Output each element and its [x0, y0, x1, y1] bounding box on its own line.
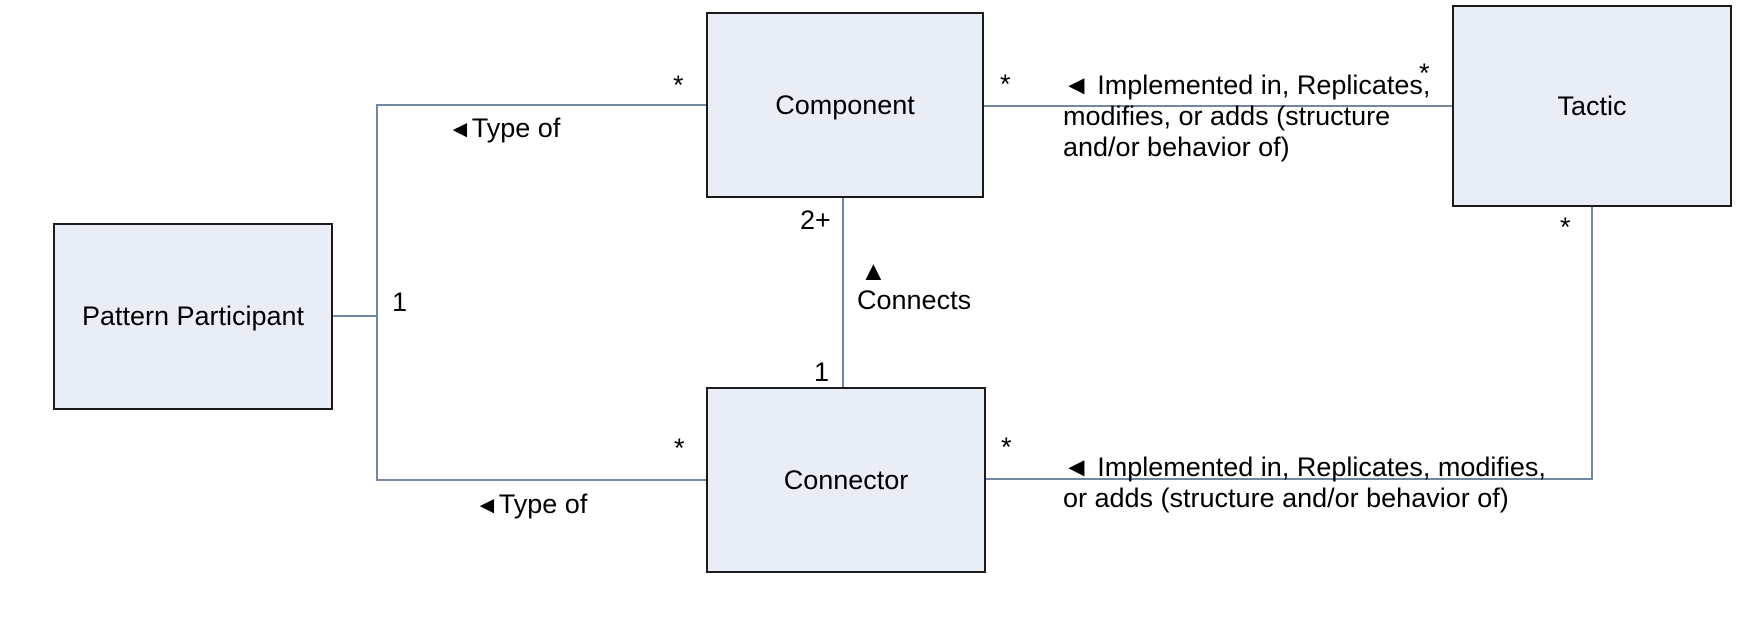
- multiplicity-connects-component: 2+: [800, 205, 831, 235]
- edge-connector-tactic-horizontal: [986, 478, 1593, 480]
- tactic-box: Tactic: [1452, 5, 1732, 207]
- connector-box: Connector: [706, 387, 986, 573]
- typeof-top-label: ◄Type of: [448, 113, 560, 145]
- pattern-participant-box: Pattern Participant: [53, 223, 333, 410]
- typeof-bottom-text: Type of: [498, 489, 588, 519]
- component-tactic-label-line2: modifies, or adds (structure: [1063, 101, 1391, 131]
- edge-pattern-participant-trunk-vertical: [376, 104, 378, 481]
- connector-tactic-label: ◄ Implemented in, Replicates, modifies, …: [1063, 452, 1546, 514]
- connects-up-arrow-icon: ▲: [860, 256, 887, 286]
- multiplicity-connector-tactic-bottom: *: [1560, 212, 1571, 242]
- component-tactic-label: ◄ Implemented in, Replicates, modifies, …: [1063, 70, 1430, 163]
- edge-typeof-bottom-horizontal: [376, 479, 706, 481]
- connects-label: Connects: [857, 285, 972, 315]
- left-arrow-icon: ◄: [475, 492, 499, 519]
- multiplicity-component-tactic-left: *: [1000, 69, 1011, 99]
- component-label: Component: [775, 89, 915, 120]
- multiplicity-connector-tactic-left: *: [1001, 432, 1012, 462]
- edge-component-tactic-horizontal: [984, 105, 1452, 107]
- multiplicity-component-tactic-right: *: [1419, 58, 1430, 88]
- pattern-participant-label: Pattern Participant: [81, 301, 305, 331]
- connector-tactic-label-line2: or adds (structure and/or behavior of): [1063, 483, 1509, 513]
- multiplicity-component-typeof: *: [673, 70, 684, 100]
- edge-pattern-participant-stub-horizontal: [333, 315, 378, 317]
- typeof-top-text: Type of: [471, 113, 561, 143]
- edge-connector-tactic-vertical: [1591, 207, 1593, 480]
- edge-component-connector-vertical: [842, 198, 844, 387]
- component-box: Component: [706, 12, 984, 198]
- tactic-label: Tactic: [1557, 90, 1627, 121]
- component-tactic-label-line3: and/or behavior of): [1063, 132, 1290, 162]
- multiplicity-connector-typeof: *: [674, 433, 685, 463]
- edge-typeof-top-horizontal: [376, 104, 706, 106]
- component-tactic-label-line1: ◄ Implemented in, Replicates,: [1063, 70, 1431, 100]
- left-arrow-icon: ◄: [448, 116, 472, 143]
- multiplicity-pattern-participant: 1: [392, 287, 408, 317]
- connector-label: Connector: [783, 464, 909, 495]
- connector-tactic-label-line1: ◄ Implemented in, Replicates, modifies,: [1063, 452, 1546, 482]
- multiplicity-connects-connector: 1: [814, 357, 830, 387]
- typeof-bottom-label: ◄Type of: [475, 489, 587, 521]
